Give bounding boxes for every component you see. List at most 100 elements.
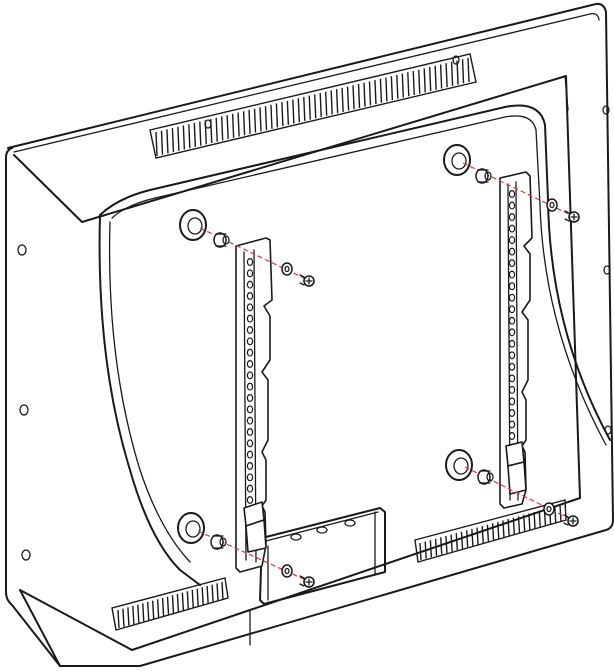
vent-slat xyxy=(374,80,377,105)
vent-slat xyxy=(517,516,521,534)
bracket-slot xyxy=(508,282,516,291)
vent-slat xyxy=(242,111,246,136)
vent-slat xyxy=(407,72,410,97)
bracket-slot xyxy=(508,362,516,371)
vent-slat xyxy=(481,526,484,544)
bracket-slot xyxy=(246,348,254,357)
vent-slat xyxy=(286,100,290,125)
vent-slat xyxy=(161,597,165,617)
vent-slat xyxy=(456,60,459,85)
mounting-hole-top-right xyxy=(443,144,471,176)
vent-slat xyxy=(418,69,421,94)
vent-slat xyxy=(512,517,516,535)
vent-slat xyxy=(324,91,328,116)
bracket-slot xyxy=(246,462,254,471)
bracket-slot xyxy=(508,408,516,417)
vent-slat xyxy=(259,107,262,132)
vent-slat xyxy=(471,528,474,546)
mounting-hole-bottom-left xyxy=(177,512,205,544)
bracket-slot xyxy=(508,305,516,314)
washer-top-left xyxy=(281,262,293,276)
bracket-slot xyxy=(246,337,254,346)
vent-slat xyxy=(439,64,443,89)
spacer-bottom-right xyxy=(477,469,494,485)
vent-slat xyxy=(248,109,251,134)
bracket-slot xyxy=(508,213,516,222)
vent-slat xyxy=(193,122,197,147)
vent-slat xyxy=(335,89,339,114)
bracket-slot xyxy=(246,371,254,380)
vent-slat xyxy=(445,535,448,554)
vent-slat xyxy=(502,520,505,538)
vent-slat xyxy=(476,527,479,545)
vent-slat xyxy=(188,124,191,149)
vent-slat xyxy=(308,95,311,120)
mounting-hole-bottom-right xyxy=(445,449,473,481)
vent-slat xyxy=(127,607,130,626)
connector-box xyxy=(259,507,386,605)
vent-slat xyxy=(177,126,180,151)
vent-slat xyxy=(401,73,405,98)
screw-bottom-right xyxy=(563,514,579,527)
vent-slat xyxy=(434,65,437,90)
bracket-right xyxy=(499,171,533,509)
vent-slat xyxy=(181,592,185,611)
bracket-slot xyxy=(246,382,254,391)
vent-slat xyxy=(352,85,355,110)
vent-slat xyxy=(171,128,175,153)
vent-slat xyxy=(423,68,426,93)
vent-slat xyxy=(538,510,541,528)
bracket-slot xyxy=(246,303,254,312)
vent-slat xyxy=(523,514,526,532)
vent-slat xyxy=(528,513,531,531)
vent-slat xyxy=(201,587,204,606)
vent-slat xyxy=(147,601,150,621)
vent-slat xyxy=(137,604,140,623)
bracket-slot xyxy=(508,270,516,279)
bracket-slot xyxy=(508,247,516,256)
vent-slat xyxy=(270,104,273,129)
mounting-hole-top-left xyxy=(179,209,207,241)
bracket-slot xyxy=(508,316,516,325)
vent-slat xyxy=(264,106,268,131)
vent-slat xyxy=(297,98,301,123)
spacer-bottom-left xyxy=(210,534,227,550)
vent-slat xyxy=(176,593,180,613)
vent-slat xyxy=(390,76,394,101)
vent-slat xyxy=(440,537,443,555)
bracket-slot xyxy=(246,258,254,267)
vent-slat xyxy=(226,115,229,140)
vent-slat xyxy=(155,131,158,157)
vent-slat xyxy=(166,129,169,154)
vent-slat xyxy=(117,609,120,629)
bracket-slot xyxy=(508,259,516,268)
vent-slat xyxy=(275,103,279,128)
vent-slat xyxy=(429,540,433,558)
vent-slat xyxy=(132,605,135,625)
vent-slat xyxy=(396,74,399,99)
washer-bottom-right xyxy=(543,502,555,516)
vent-slat xyxy=(346,86,350,111)
vent-slat xyxy=(151,600,155,619)
vent-slat xyxy=(428,67,432,92)
vent-slat xyxy=(450,61,454,86)
bracket-slot xyxy=(246,428,254,437)
vent-slat xyxy=(303,96,306,121)
vent-slat xyxy=(253,108,257,133)
bracket-slot xyxy=(246,269,254,278)
vent-slat xyxy=(419,542,422,561)
vent-slat xyxy=(330,90,333,115)
bracket-slot xyxy=(246,473,254,482)
bracket-slot xyxy=(246,405,254,414)
vent-slat xyxy=(171,595,175,614)
vent-slat xyxy=(237,112,240,137)
vent-slat xyxy=(199,121,202,146)
bracket-left xyxy=(235,237,273,573)
screw-top-left xyxy=(299,274,315,287)
spacer-top-left xyxy=(213,232,230,248)
vent-slat xyxy=(215,117,218,142)
bracket-slot xyxy=(508,293,516,302)
bracket-slot xyxy=(508,328,516,337)
vent-slat xyxy=(507,519,510,537)
bracket-slot xyxy=(508,374,516,383)
